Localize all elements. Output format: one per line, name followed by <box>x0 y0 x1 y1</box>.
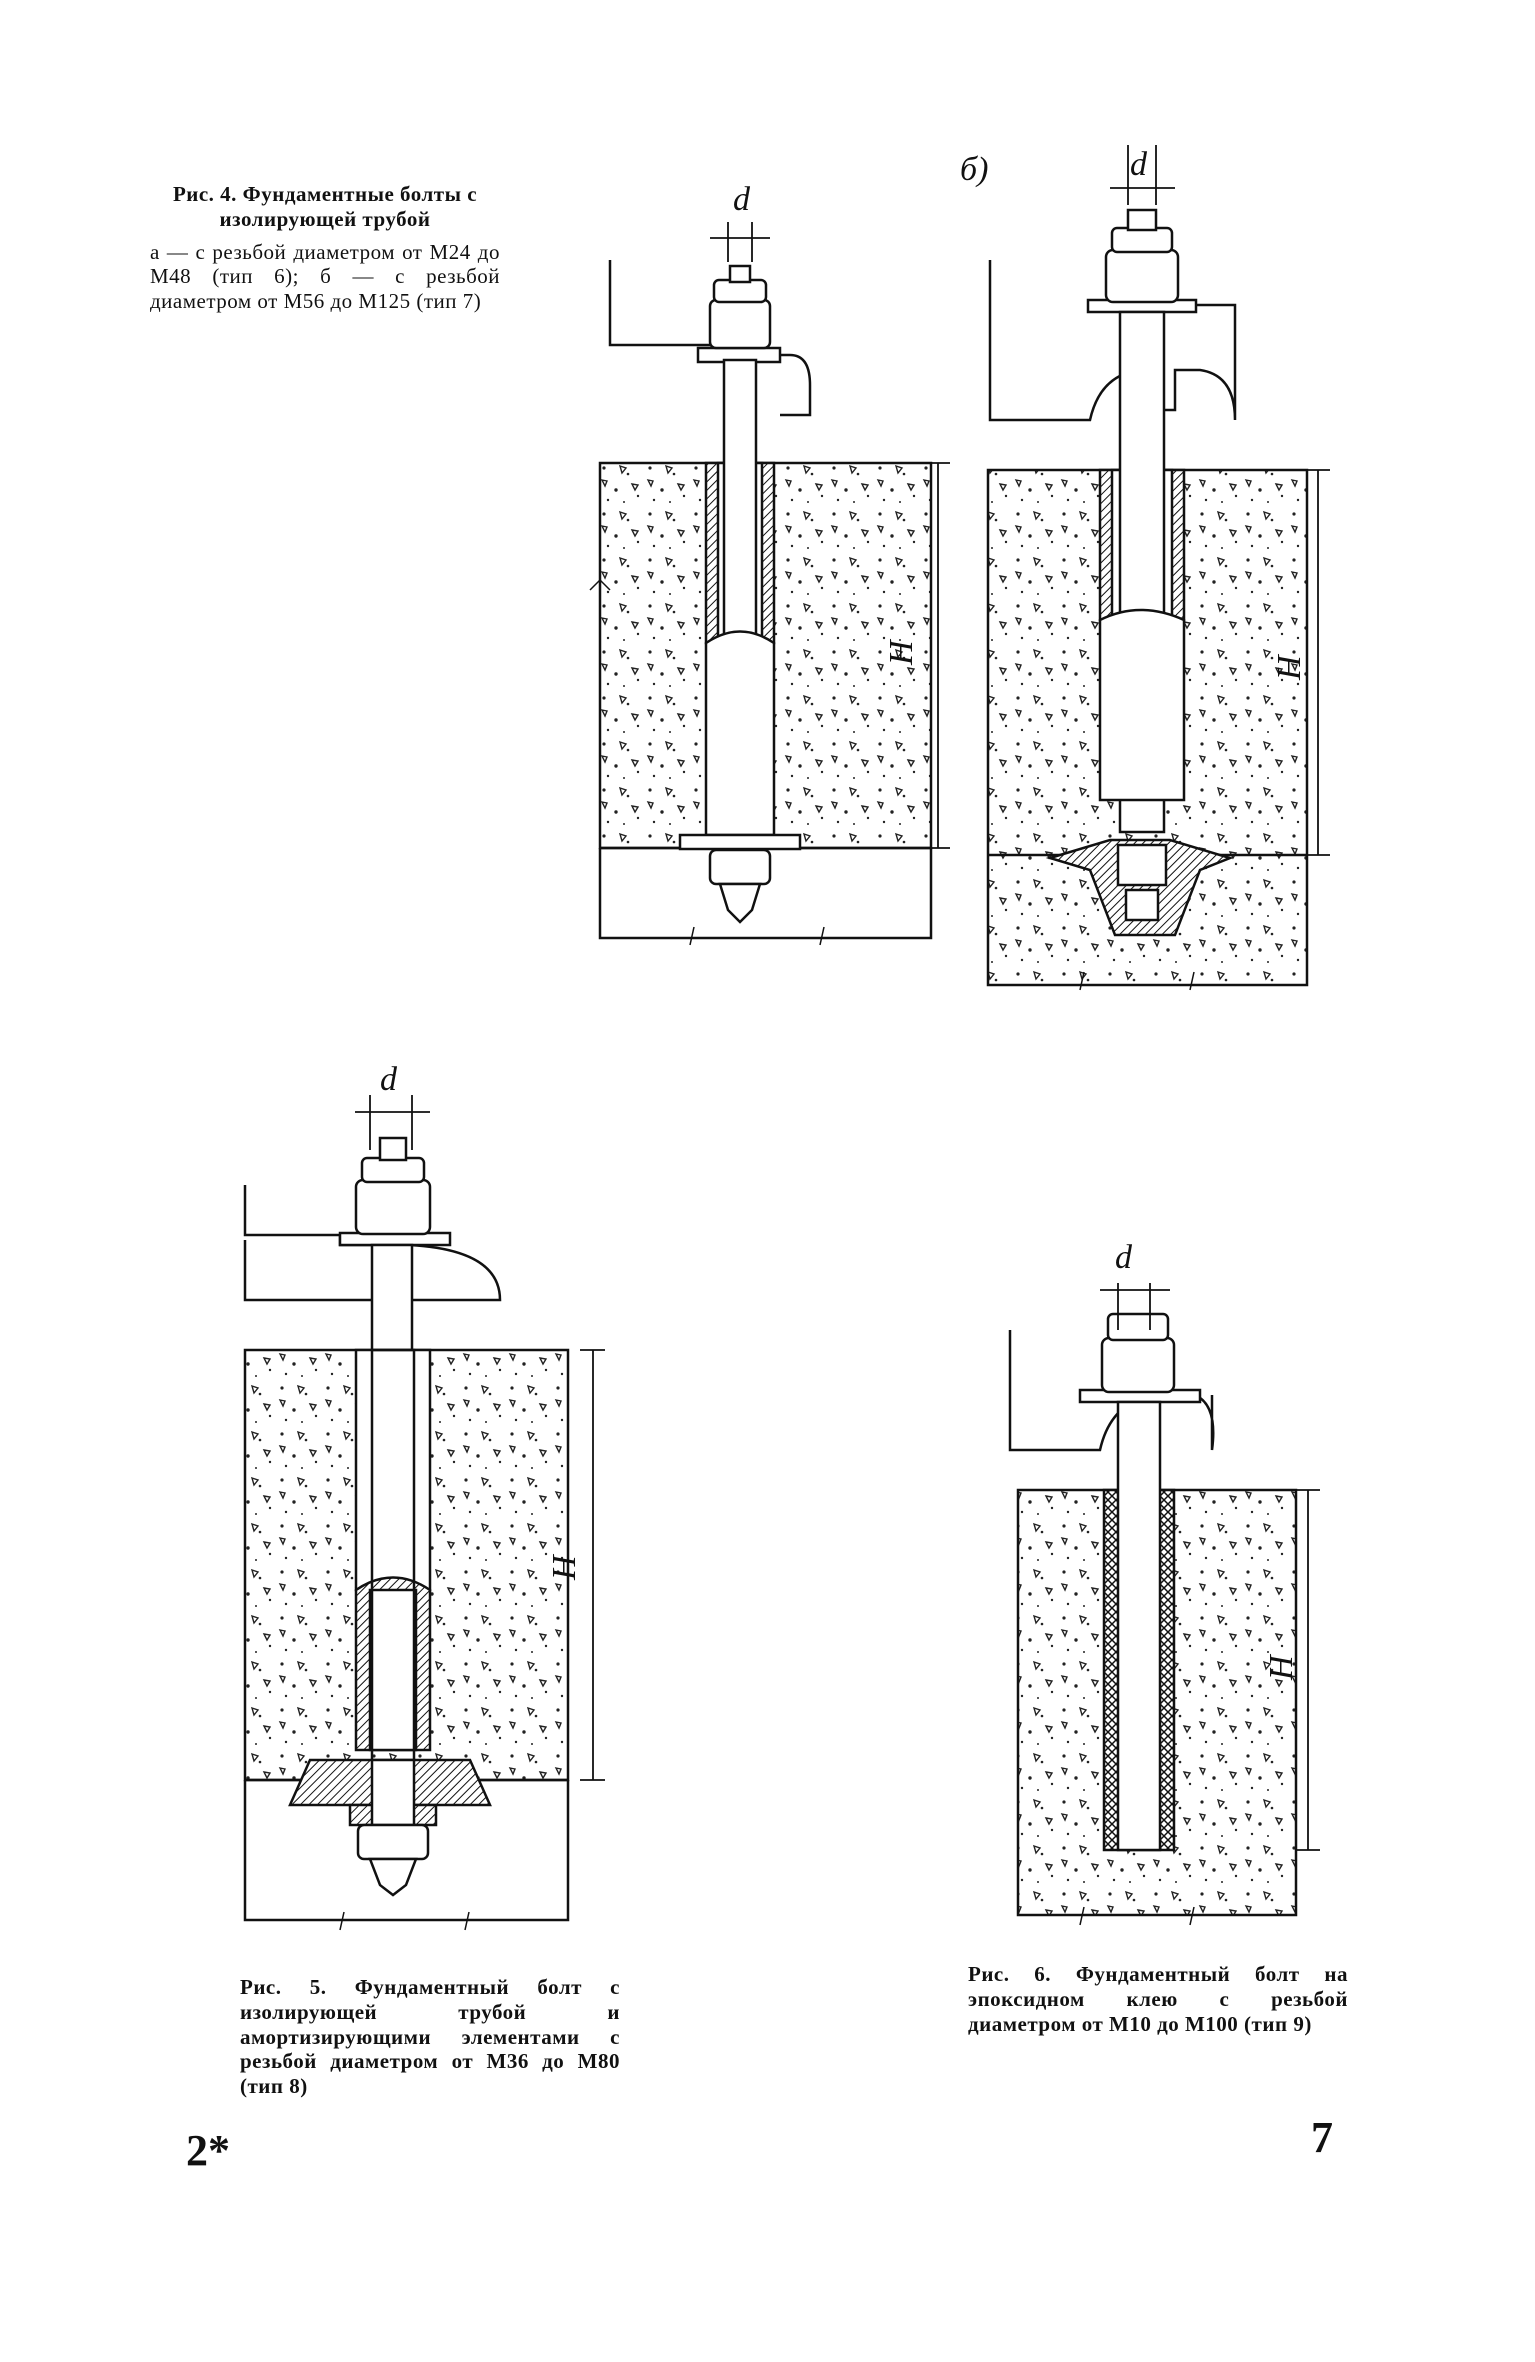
figure-4-caption-title: Рис. 4. Фундаментные болты с изолирующей… <box>172 182 478 231</box>
nut-upper <box>1100 1336 1176 1394</box>
fig6-dimension-H: H <box>1263 1653 1300 1681</box>
nut-upper <box>1104 248 1180 304</box>
fig4a-dimension-d: d <box>733 181 751 218</box>
fig4b-dimension-d: d <box>1130 146 1148 183</box>
fig5-dimension-H: H <box>546 1553 583 1581</box>
fig6-dimension-d: d <box>1115 1239 1133 1276</box>
figure-6-caption: Рис. 6. Фундаментный болт на эпоксидном … <box>968 1962 1348 2036</box>
figure-6-drawing <box>1008 1283 1320 1926</box>
nut-upper <box>708 298 772 350</box>
nut-top <box>1106 1312 1170 1342</box>
page-number-right: 7 <box>1311 2113 1333 2162</box>
fig4a-dimension-H: H <box>883 638 920 666</box>
tube-upper <box>354 1348 432 1592</box>
figure-4b-drawing <box>986 145 1330 991</box>
bolt-tip <box>378 1136 408 1162</box>
fig4b-dimension-H: H <box>1271 653 1308 681</box>
figure-5-caption: Рис. 5. Фундаментный болт с изолирующей … <box>240 1975 620 2099</box>
anchor-sleeve <box>1045 838 1234 937</box>
figure-4-caption: Рис. 4. Фундаментные болты с изолирующей… <box>150 182 500 314</box>
figure-5-drawing <box>243 1095 605 1931</box>
nut-top <box>360 1156 426 1184</box>
figure-4a-drawing <box>589 222 950 946</box>
figure-6-caption-title: Рис. 6. Фундаментный болт на эпоксидном … <box>968 1962 1348 2036</box>
nut-lower <box>708 848 772 886</box>
fig5-dimension-d: d <box>380 1061 398 1098</box>
bolt-end <box>718 882 762 924</box>
nut-upper <box>354 1178 432 1236</box>
page-number-left: 2* <box>186 2126 230 2175</box>
figure-4-caption-body: а — с резьбой диаметром от М24 до М48 (т… <box>150 239 500 314</box>
nut-top <box>712 278 768 304</box>
fig4b-label: б) <box>960 151 988 188</box>
nut-top <box>1110 226 1174 254</box>
anchor-rod <box>1116 1400 1162 1852</box>
figure-5-caption-title: Рис. 5. Фундаментный болт с изолирующей … <box>240 1975 620 2099</box>
anchor-plate <box>678 833 802 851</box>
bolt-tip <box>728 264 752 284</box>
foundation-lower-outline <box>598 848 933 940</box>
nut-lower <box>356 1823 430 1861</box>
bolt-end <box>368 1857 418 1897</box>
bolt-tip <box>1126 208 1158 232</box>
